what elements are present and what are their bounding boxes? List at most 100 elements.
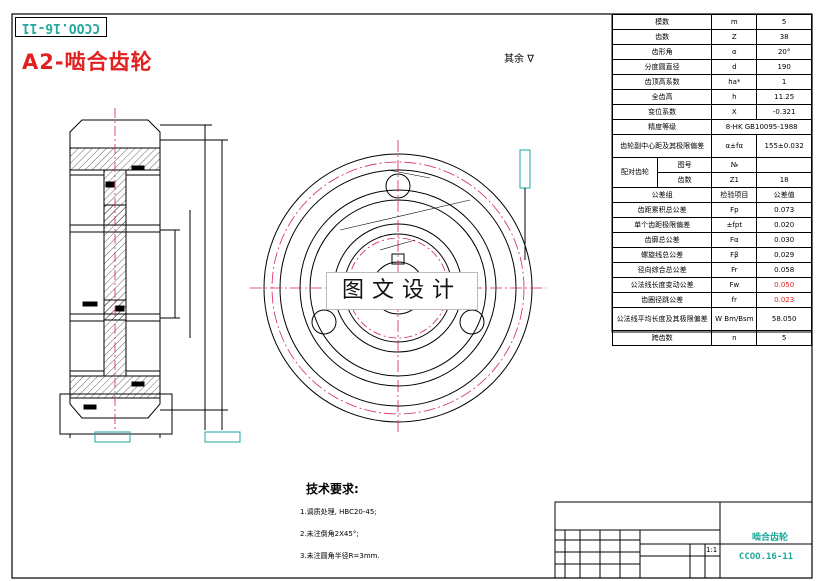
param-label: 跨齿数 (611, 330, 713, 346)
param-value: 11.25 (756, 89, 812, 105)
param-label: 配对齿轮 (612, 157, 658, 188)
param-symbol: Fp (711, 202, 758, 218)
param-value: 20° (756, 44, 812, 60)
roughness-note: 其余 ∇ (504, 54, 534, 65)
param-symbol: X (711, 104, 758, 120)
drawing-stamp: CCOO.16-11 (15, 17, 107, 37)
title-block-lines (554, 501, 813, 579)
param-value: 0.030 (756, 232, 812, 248)
technical-requirements: 技术要求: 1.调质处理, HBC20-45; 2.未注倒角2X45°; 3.未注圆… (300, 480, 500, 573)
param-symbol: 检验项目 (711, 187, 758, 203)
param-value: -0.321 (756, 104, 812, 120)
param-label: 齿轮副中心距及其极限偏差 (611, 134, 713, 158)
param-value: 58.050 (756, 307, 812, 331)
param-label: 精度等级 (611, 119, 713, 135)
param-symbol: m (711, 14, 758, 30)
param-value: 0.023 (756, 292, 812, 308)
param-symbol: n (711, 330, 758, 346)
param-label: 齿廓总公差 (611, 232, 713, 248)
requirement-item: 3.未注圆角半径R=3mm. (300, 552, 380, 560)
param-symbol: α (711, 44, 758, 60)
watermark: 图文设计 (326, 272, 478, 310)
param-value: 18 (756, 172, 812, 188)
requirement-item: 1.调质处理, HBC20-45; (300, 508, 377, 516)
param-label: 变位系数 (611, 104, 713, 120)
param-symbol: Fβ (711, 247, 758, 263)
section-view (59, 108, 241, 443)
param-symbol: Fw (711, 277, 758, 293)
param-label: 齿形角 (611, 44, 713, 60)
param-label: 公法线平均长度及其极限偏差 (611, 307, 713, 331)
requirements-title: 技术要求: (306, 482, 359, 496)
param-symbol: Fα (711, 232, 758, 248)
param-value: 0.029 (756, 247, 812, 263)
roughness-icon: ∇ (527, 54, 534, 65)
param-label: 分度圆直径 (611, 59, 713, 75)
param-label: 模数 (611, 14, 713, 30)
param-value: 公差值 (756, 187, 812, 203)
param-label: 齿距累积总公差 (611, 202, 713, 218)
param-value: 0.020 (756, 217, 812, 233)
param-label: 齿顶高系数 (611, 74, 713, 90)
title-block-part-name: 啮合齿轮 (751, 533, 788, 543)
title-block-drawing-no: CCOO.16-11 (738, 552, 794, 562)
param-symbol: Z1 (711, 172, 758, 188)
requirement-item: 2.未注倒角2X45°; (300, 530, 359, 538)
param-symbol: h (711, 89, 758, 105)
param-label: 公差组 (611, 187, 713, 203)
param-value: 38 (756, 29, 812, 45)
param-value: 155±0.032 (756, 134, 812, 158)
param-value: 5 (756, 330, 812, 346)
param-symbol: ±fpt (711, 217, 758, 233)
param-symbol: Z (711, 29, 758, 45)
param-sublabel: 齿数 (656, 172, 713, 188)
param-value: 5 (756, 14, 812, 30)
param-row: 公差组检验项目公差值 (611, 187, 812, 203)
param-label: 径向综合总公差 (611, 262, 713, 278)
title-block-scale: 1:1 (706, 546, 718, 554)
drawing-title: A2-啮合齿轮 (22, 50, 153, 74)
param-sublabel: 图号 (656, 157, 713, 173)
param-symbol: ha* (711, 74, 758, 90)
param-label: 齿数 (611, 29, 713, 45)
param-value: 8-HK GB10095-1988 (711, 119, 812, 135)
param-symbol: № (711, 157, 758, 173)
param-symbol: W Bm/Bsm (711, 307, 758, 331)
param-label: 螺旋线总公差 (611, 247, 713, 263)
param-value: 190 (756, 59, 812, 75)
param-label: 单个齿距极限偏差 (611, 217, 713, 233)
param-value: 0.058 (756, 262, 812, 278)
param-symbol: d (711, 59, 758, 75)
param-label: 齿圈径跳公差 (611, 292, 713, 308)
param-symbol: α±fα (711, 134, 758, 158)
param-label: 全齿高 (611, 89, 713, 105)
param-value: 1 (756, 74, 812, 90)
param-symbol: Fr (711, 262, 758, 278)
param-value: 0.073 (756, 202, 812, 218)
param-label: 公法线长度变动公差 (611, 277, 713, 293)
param-value: 0.050 (756, 277, 812, 293)
param-symbol: fr (711, 292, 758, 308)
